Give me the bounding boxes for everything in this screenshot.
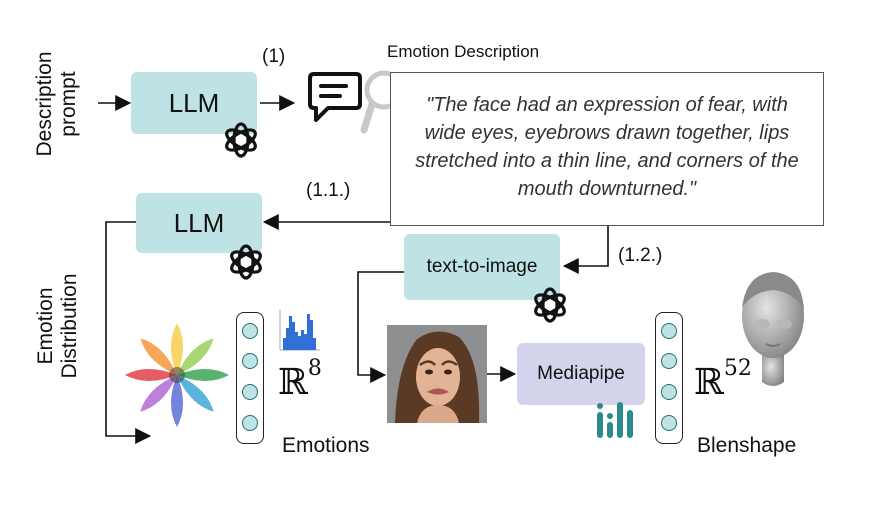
emotion-space-symbol: ℝ (278, 362, 308, 403)
vector-node (242, 384, 258, 400)
chat-bubble-icon (308, 72, 362, 122)
emotion-vector (236, 312, 264, 444)
step-1-label: (1) (262, 46, 286, 67)
face-photo (387, 325, 487, 423)
arrow-tti-to-face (357, 271, 404, 383)
emotion-distribution-label: Emotion Distribution (34, 251, 84, 401)
text-to-image-box: text-to-image (404, 234, 560, 300)
blendshape-space-symbol: ℝ (694, 362, 724, 403)
llm-box-bottom: LLM (136, 193, 262, 253)
vector-node (661, 353, 677, 369)
vector-node (242, 415, 258, 431)
llm-top-label: LLM (168, 87, 220, 118)
arrow-llm-to-wheel (105, 221, 152, 444)
emotion-description-title: Emotion Description (387, 42, 540, 61)
llm-bottom-label: LLM (173, 207, 225, 238)
emotion-description-box: "The face had an expression of fear, wit… (390, 72, 824, 226)
emotion-description-text: "The face had an expression of fear, wit… (415, 94, 799, 200)
vector-node (661, 384, 677, 400)
openai-icon (225, 122, 257, 158)
blendshape-space: ℝ52 (694, 356, 752, 403)
vector-node (661, 415, 677, 431)
step-1-2-label: (1.2.) (618, 245, 663, 266)
emotion-space-dim: 8 (307, 356, 322, 381)
emotion-distribution-text: Emotion Distribution (34, 273, 81, 379)
3d-head-icon (742, 272, 804, 386)
openai-icon (230, 244, 262, 280)
blendshape-vector (655, 312, 683, 444)
description-prompt-text: Description prompt (33, 51, 80, 157)
vector-node (242, 353, 258, 369)
arrow-quote-to-tti (562, 226, 609, 274)
llm-box-top: LLM (131, 72, 257, 134)
vector-node (242, 323, 258, 339)
mediapipe-label: Mediapipe (537, 363, 625, 384)
emotion-space: ℝ8 (278, 356, 322, 403)
histogram-icon (279, 310, 320, 351)
openai-icon (534, 287, 566, 323)
mediapipe-logo-icon (597, 402, 633, 438)
description-prompt-label: Description prompt (33, 42, 83, 166)
vector-node (661, 323, 677, 339)
mediapipe-box: Mediapipe (517, 343, 645, 405)
step-1-1-label: (1.1.) (306, 180, 351, 201)
emotion-wheel-icon (125, 323, 229, 427)
blendshape-space-dim: 52 (723, 356, 752, 381)
text-to-image-label: text-to-image (426, 256, 538, 277)
blendshape-label: Blenshape (697, 434, 797, 457)
emotions-label: Emotions (282, 434, 370, 457)
